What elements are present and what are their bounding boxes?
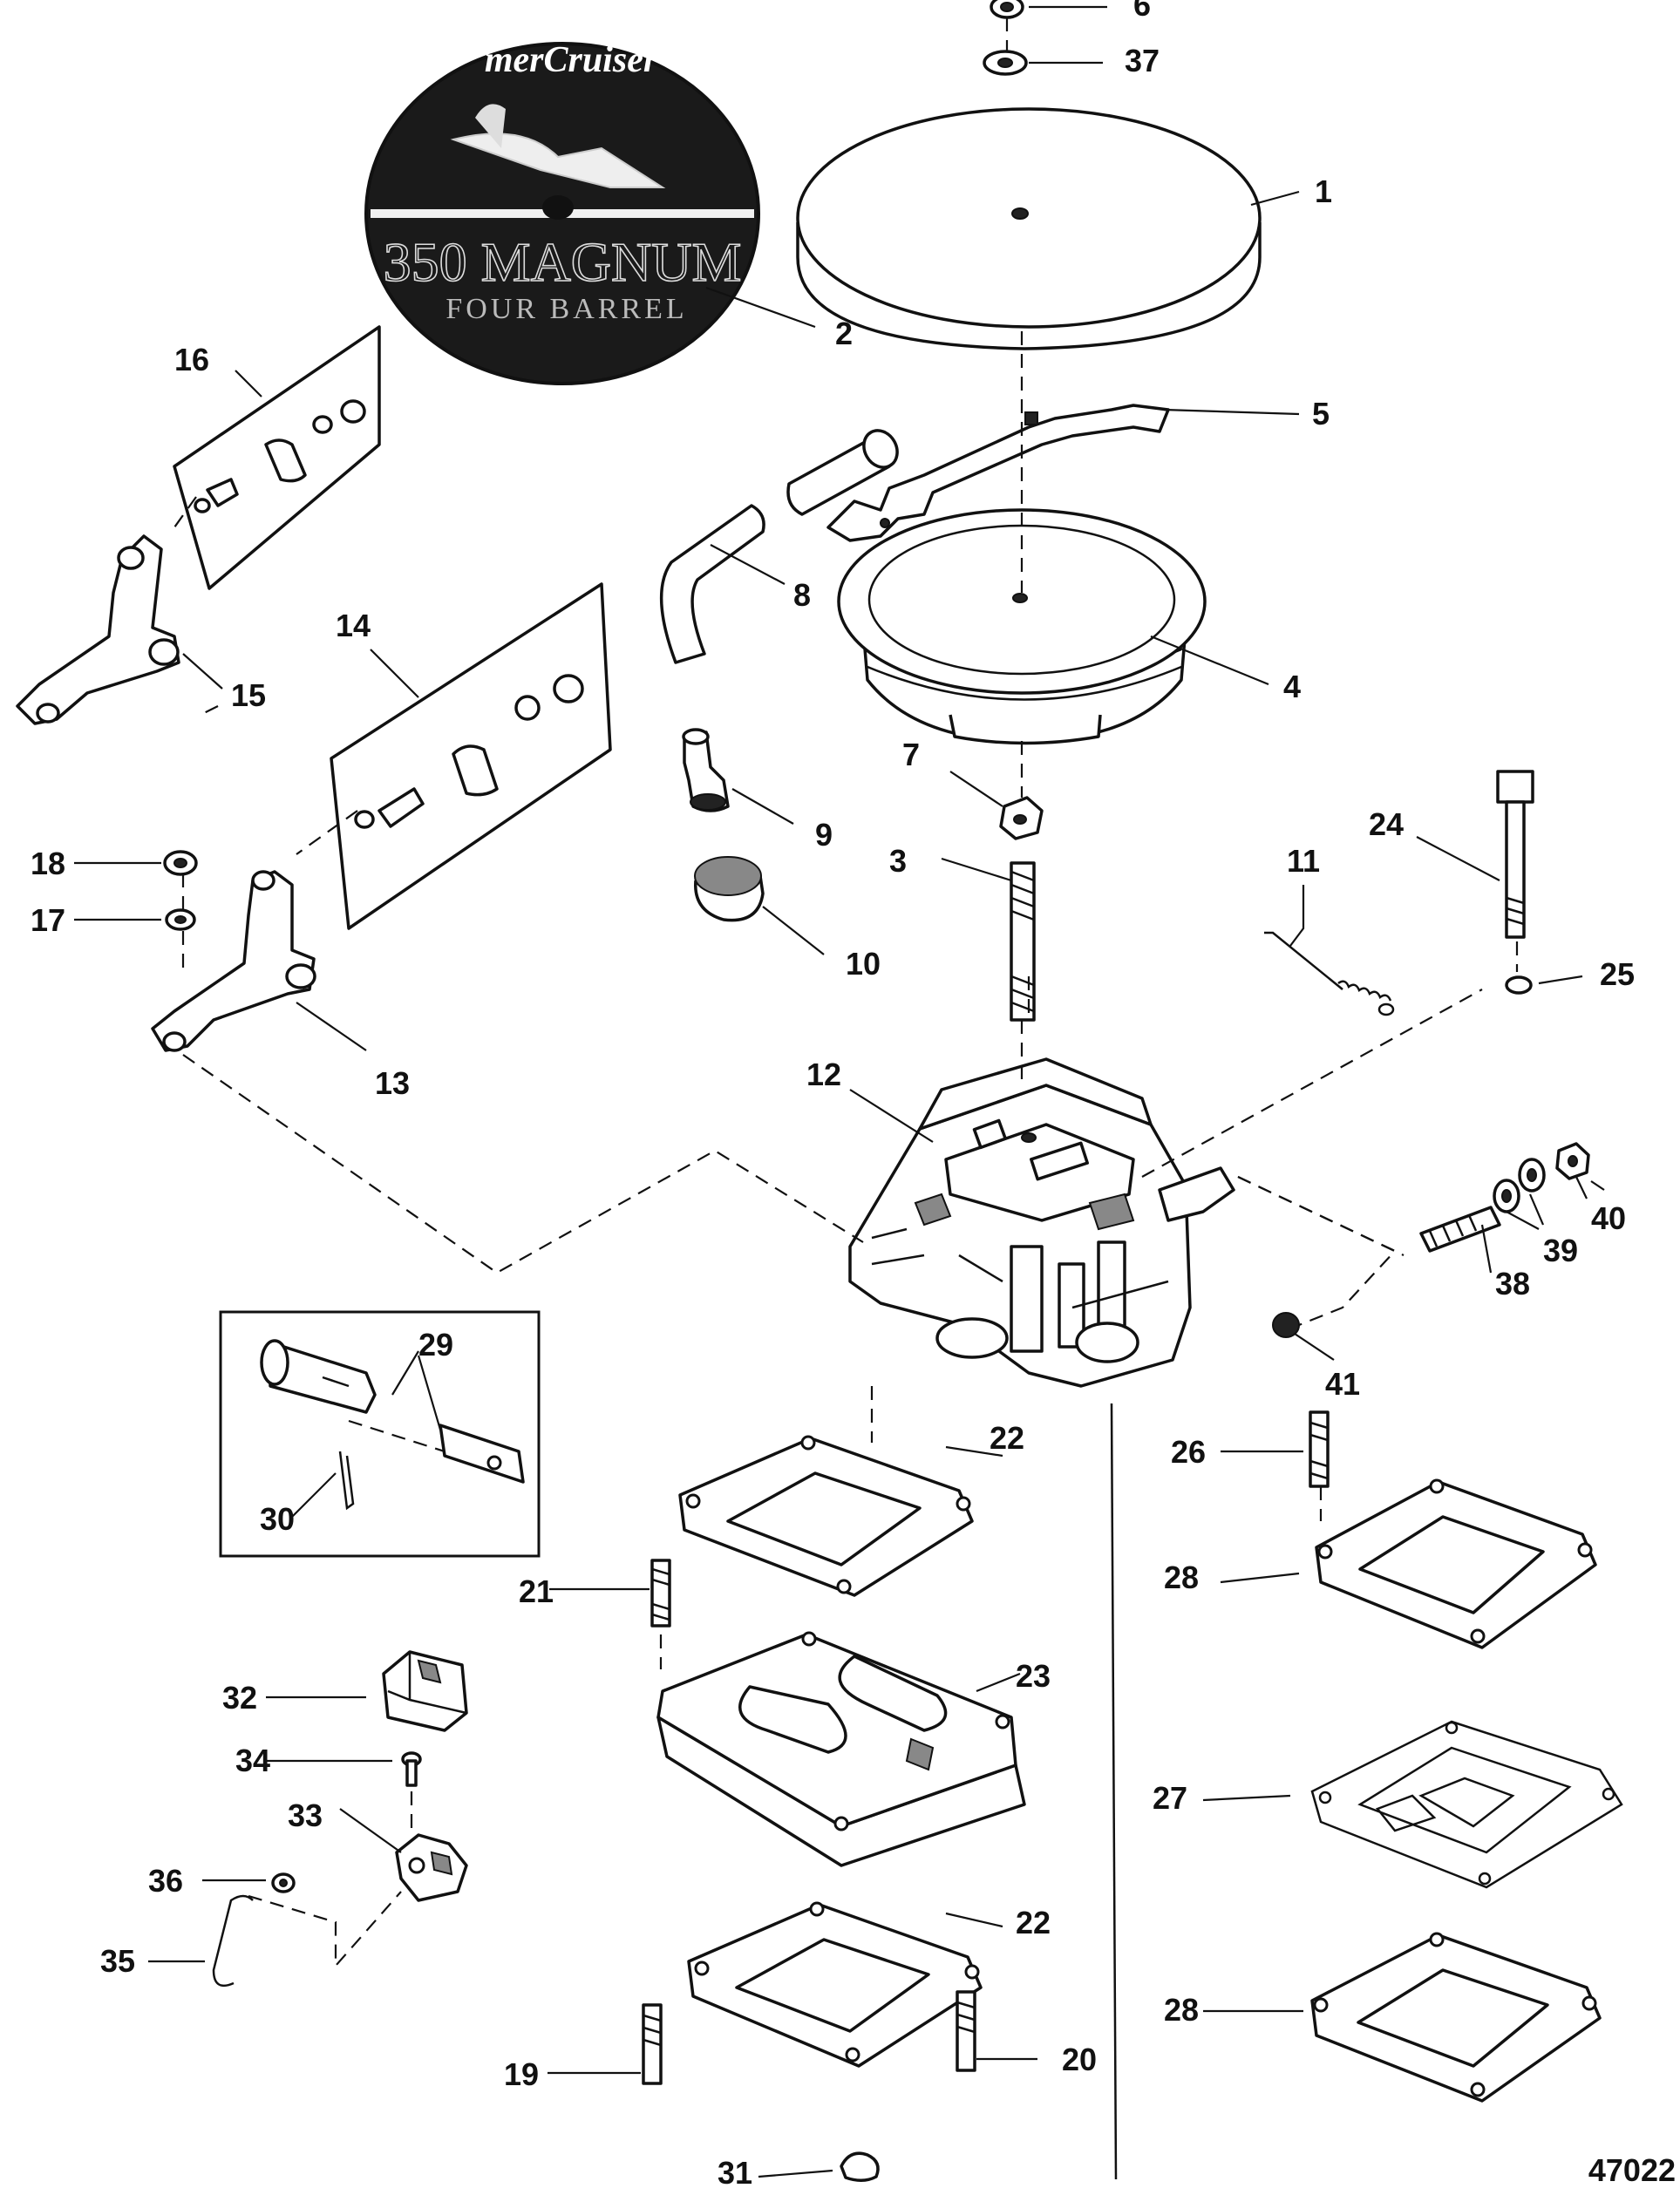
callout-28: 28	[1164, 1560, 1199, 1595]
callout-9: 9	[815, 817, 833, 853]
callout-20: 20	[1062, 2042, 1097, 2077]
column-divider	[1110, 1403, 1118, 2180]
callout-5: 5	[1312, 396, 1330, 432]
callout-26: 26	[1171, 1434, 1206, 1470]
part-6-nut	[990, 0, 1024, 19]
part-17-washer	[165, 908, 196, 931]
part-28-gasket-lower	[1310, 1932, 1602, 2103]
part-33-switch	[395, 1833, 468, 1902]
part-37-washer	[983, 50, 1028, 76]
part-38-stud	[1419, 1206, 1501, 1253]
part-24-bolt	[1496, 770, 1534, 939]
callout-17: 17	[31, 902, 65, 938]
callout-12: 12	[806, 1057, 841, 1092]
callout-40: 40	[1591, 1200, 1626, 1236]
decal-logo-text: merCruiser	[485, 40, 658, 80]
part-29-30-inset	[219, 1310, 541, 1558]
part-31-cap	[840, 2151, 880, 2182]
part-36-nut	[271, 1872, 296, 1893]
callout-25: 25	[1600, 956, 1635, 992]
part-4-air-cleaner-base	[837, 508, 1207, 745]
callout-28: 28	[1164, 1992, 1199, 2028]
part-12-carburetor	[848, 1057, 1235, 1388]
callout-34: 34	[235, 1743, 270, 1778]
callout-31: 31	[718, 2155, 752, 2191]
part-32-block	[382, 1650, 468, 1732]
callout-14: 14	[336, 608, 371, 643]
part-10-grommet	[694, 856, 765, 922]
part-7-nut	[999, 796, 1044, 840]
callout-30: 30	[260, 1501, 295, 1537]
part-1-air-cleaner-cover	[796, 107, 1262, 350]
part-22-gasket-upper	[678, 1435, 974, 1597]
callout-10: 10	[846, 946, 881, 982]
part-39-washers	[1493, 1158, 1546, 1213]
callout-36: 36	[148, 1863, 183, 1899]
part-3-stud	[1010, 861, 1036, 1022]
part-25-washer	[1505, 975, 1533, 995]
part-9-valve	[682, 728, 730, 812]
callout-41: 41	[1325, 1366, 1360, 1402]
decal-line2-text: FOUR BARREL	[446, 293, 687, 325]
part-13-arm	[151, 870, 316, 1052]
part-20-stud	[956, 1990, 976, 2072]
part-23-spacer	[656, 1631, 1026, 1867]
part-34-screw	[401, 1751, 422, 1787]
part-40-nut	[1555, 1142, 1590, 1180]
callout-27: 27	[1153, 1780, 1187, 1816]
leader-lines	[74, 5, 1605, 2178]
callout-18: 18	[31, 846, 65, 881]
part-26-stud	[1309, 1410, 1330, 1488]
decal-line1-text: 350 MAGNUM	[384, 231, 742, 293]
callout-22: 22	[1016, 1905, 1051, 1940]
callout-29: 29	[418, 1327, 453, 1363]
alignment-lines	[173, 17, 1519, 1968]
callout-23: 23	[1016, 1658, 1051, 1694]
callout-4: 4	[1283, 669, 1301, 704]
callout-38: 38	[1495, 1266, 1530, 1301]
callout-13: 13	[375, 1065, 410, 1101]
callout-32: 32	[222, 1680, 257, 1716]
part-35-wire	[212, 1894, 254, 1988]
part-19-stud	[642, 2003, 663, 2085]
part-2-decal: merCruiser 350 MAGNUM FOUR BARREL	[364, 40, 760, 385]
drawing-number: 47022	[1588, 2152, 1676, 2188]
part-27-heat-shield	[1310, 1720, 1623, 1889]
part-11-spring	[1264, 931, 1395, 1016]
callout-37: 37	[1125, 43, 1160, 78]
callout-6: 6	[1133, 0, 1151, 23]
part-28-gasket-upper	[1315, 1478, 1597, 1649]
part-15-arm	[16, 534, 180, 725]
part-5-bracket	[826, 404, 1170, 542]
callout-2: 2	[835, 316, 853, 351]
callout-16: 16	[174, 342, 209, 377]
part-16-kit-card	[173, 325, 381, 590]
part-18-nut	[163, 850, 198, 876]
callout-22: 22	[990, 1420, 1024, 1456]
callout-11: 11	[1287, 843, 1320, 879]
callout-33: 33	[288, 1797, 323, 1833]
callout-21: 21	[519, 1573, 554, 1609]
callout-19: 19	[504, 2056, 539, 2092]
callout-39: 39	[1543, 1233, 1578, 1268]
callout-7: 7	[902, 737, 920, 772]
callout-1: 1	[1315, 173, 1332, 209]
callout-24: 24	[1369, 806, 1404, 842]
part-21-stud	[650, 1559, 671, 1628]
part-22-gasket-lower	[687, 1901, 983, 2068]
part-14-kit-card	[330, 582, 612, 930]
part-8-hose	[659, 429, 899, 664]
callout-35: 35	[100, 1943, 135, 1979]
callout-15: 15	[231, 677, 266, 713]
callout-3: 3	[889, 843, 907, 879]
callout-8: 8	[793, 577, 811, 613]
